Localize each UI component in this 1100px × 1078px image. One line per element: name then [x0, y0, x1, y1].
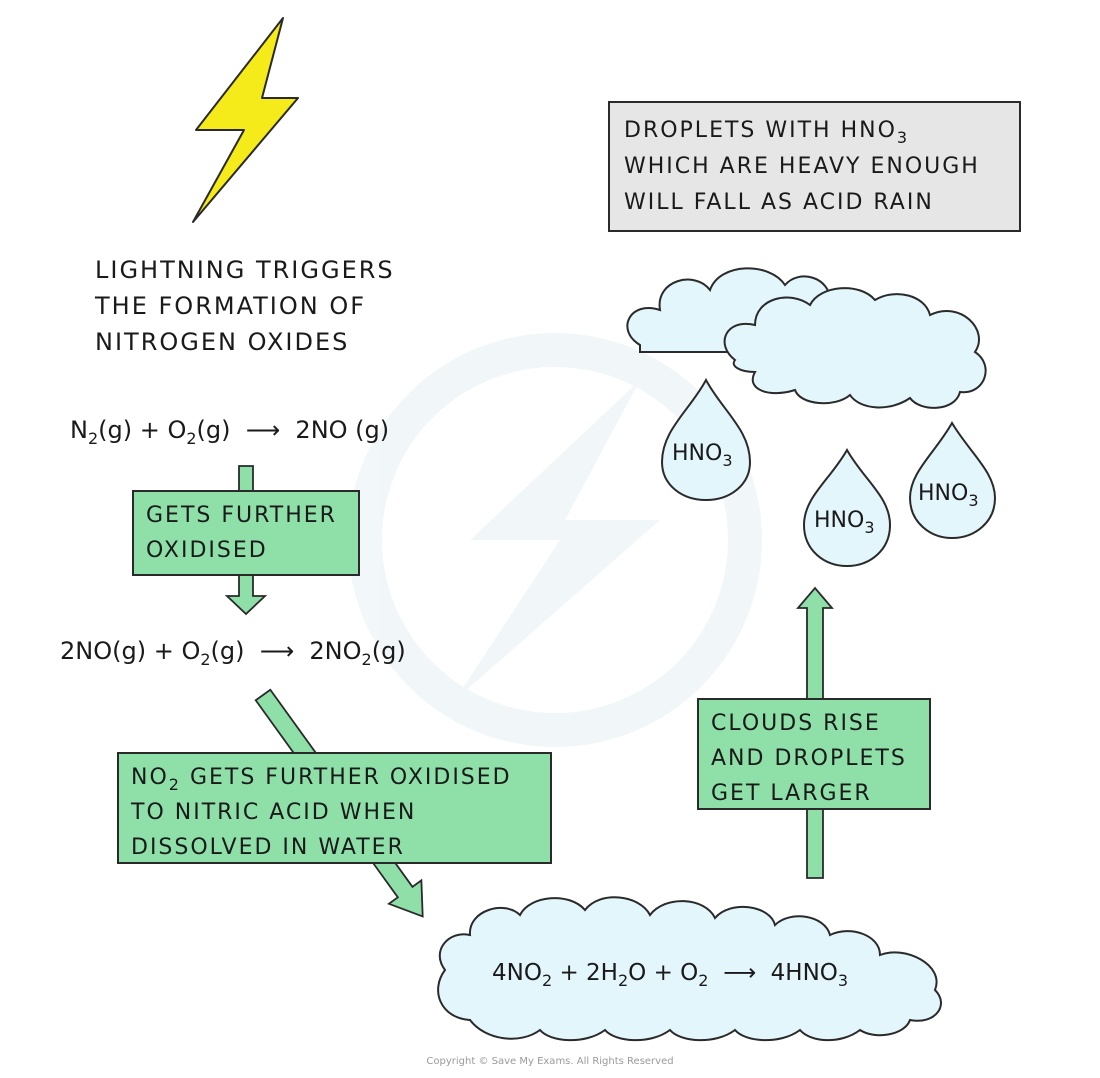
eq3-part: + 2H [552, 960, 618, 986]
eq2-part: (g) [371, 637, 406, 665]
info-line-2: WHICH ARE HEAVY ENOUGH [624, 154, 980, 179]
droplet-label-3: HNO3 [918, 481, 979, 509]
step-box-clouds-rise: CLOUDS RISE AND DROPLETS GET LARGER [697, 698, 931, 810]
eq3-part: O + O [628, 960, 699, 986]
eq1-sub: 2 [186, 429, 197, 448]
equation-no-formation: N2(g) + O2(g) ⟶ 2NO (g) [70, 416, 390, 447]
eq3-sub: 2 [541, 971, 553, 990]
eq2-sub: 2 [361, 650, 372, 669]
step2-text: NO [131, 765, 169, 790]
step3-line-2: AND DROPLETS [711, 746, 907, 771]
lightning-caption-line-1: LIGHTNING TRIGGERS [95, 256, 395, 284]
eq3-part: 4NO [492, 960, 542, 986]
eq2-part: 2NO(g) + O [60, 637, 201, 665]
eq1-part: (g) + O [98, 416, 187, 444]
droplet-label-1: HNO3 [672, 441, 733, 469]
step2-line-3: DISSOLVED IN WATER [131, 835, 405, 860]
step-box-nitric-acid: NO2 GETS FURTHER OXIDISED TO NITRIC ACID… [117, 752, 552, 864]
eq1-sub: 2 [87, 429, 99, 448]
step1-line-1: GETS FURTHER [146, 503, 337, 528]
raindrop-icon [802, 447, 892, 568]
eq3-sub: 3 [837, 971, 849, 990]
eq3-sub: 2 [617, 971, 629, 990]
step2-line-1: NO2 GETS FURTHER OXIDISED [131, 760, 538, 795]
eq1-part: N [70, 416, 88, 444]
droplet-text: HNO [672, 441, 723, 466]
info-line-3: WILL FALL AS ACID RAIN [624, 190, 934, 215]
eq2-part: (g) ⟶ 2NO [210, 637, 362, 665]
eq1-part: (g) ⟶ 2NO (g) [196, 416, 390, 444]
lightning-caption: LIGHTNING TRIGGERS THE FORMATION OF NITR… [95, 252, 395, 360]
step1-line-2: OXIDISED [146, 538, 268, 563]
info-sub: 3 [896, 128, 910, 147]
step2-sub: 2 [168, 775, 181, 794]
lightning-bolt-icon [192, 17, 299, 223]
info-box-acid-rain: DROPLETS WITH HNO3 WHICH ARE HEAVY ENOUG… [608, 101, 1021, 232]
copyright-notice: Copyright © Save My Exams. All Rights Re… [426, 1056, 674, 1067]
step2-line-2: TO NITRIC ACID WHEN [131, 800, 417, 825]
eq3-part: ⟶ 4HNO [708, 960, 838, 986]
lightning-caption-line-2: THE FORMATION OF [95, 292, 367, 320]
watermark-logo [348, 333, 762, 747]
step3-line-1: CLOUDS RISE [711, 711, 881, 736]
eq2-sub: 2 [200, 650, 211, 669]
droplet-text: HNO [814, 508, 865, 533]
droplet-sub: 3 [968, 491, 979, 510]
droplet-text: HNO [918, 481, 969, 506]
step3-line-3: GET LARGER [711, 781, 872, 806]
raindrop-icon [660, 377, 752, 502]
info-line-1: DROPLETS WITH HNO3 [624, 113, 1005, 149]
droplet-sub: 3 [864, 518, 875, 537]
droplet-label-2: HNO3 [814, 508, 875, 536]
cloud-icon [723, 287, 987, 409]
equation-nitric-acid: 4NO2 + 2H2O + O2 ⟶ 4HNO3 [492, 960, 848, 989]
lightning-caption-line-3: NITROGEN OXIDES [95, 328, 350, 356]
droplet-sub: 3 [722, 451, 733, 470]
cloud-icon [437, 896, 942, 1042]
equation-no2-formation: 2NO(g) + O2(g) ⟶ 2NO2(g) [60, 637, 406, 668]
info-text: DROPLETS WITH HNO [624, 118, 897, 143]
step2-text: GETS FURTHER OXIDISED [180, 765, 512, 790]
raindrop-icon [908, 421, 997, 540]
eq3-sub: 2 [698, 971, 709, 990]
step-box-further-oxidised: GETS FURTHER OXIDISED [132, 490, 360, 576]
